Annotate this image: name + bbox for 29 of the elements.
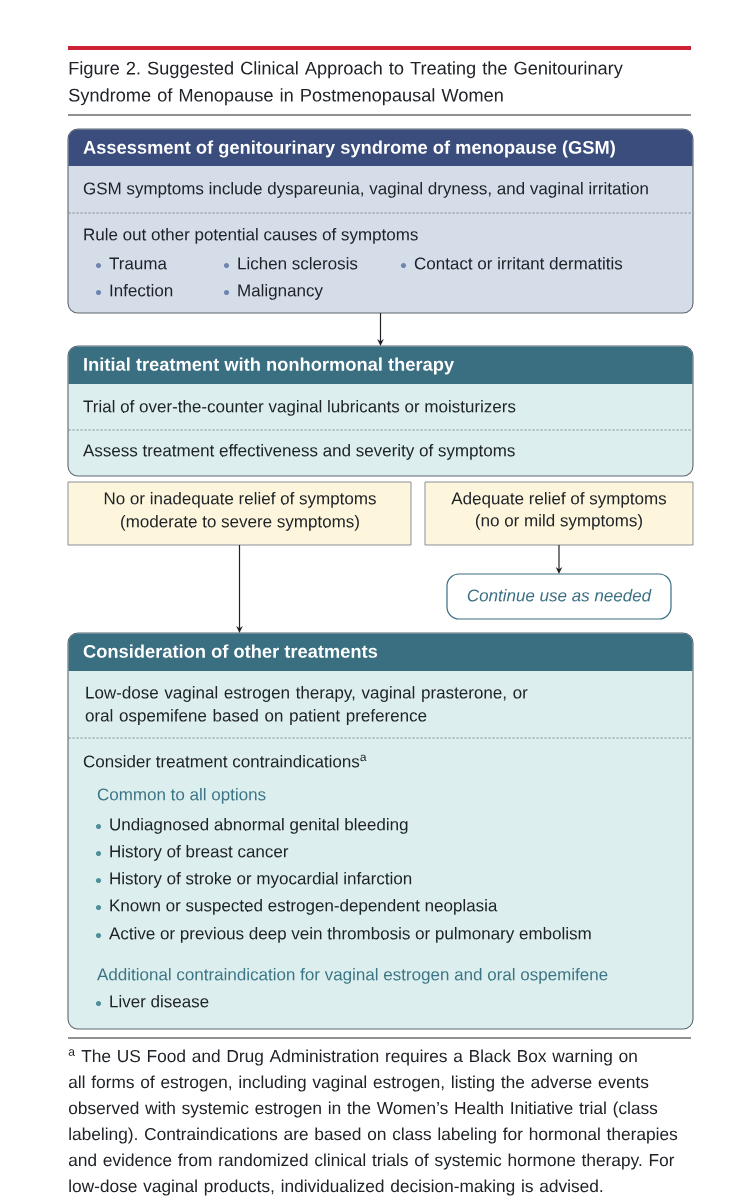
box-heading: Initial treatment with nonhormonal therapy xyxy=(84,357,455,375)
list-item: Liver disease xyxy=(110,995,209,1008)
figure-title: Figure 2. Suggested Clinical Approach to Treating the Genitourinary Syndrome of Menopause in Postmenopausal Women xyxy=(69,61,623,106)
list-item: Lichen sclerosis xyxy=(238,257,358,270)
list-item: History of stroke or myocardial infarction xyxy=(110,872,412,888)
list-item: Active or previous deep vein thrombosis or pulmonary embolism xyxy=(109,927,591,943)
box-text: Assess treatment effectiveness and severity of symptoms xyxy=(83,444,515,460)
box-text: GSM symptoms include dyspareunia, vaginal dryness, and vaginal irritation xyxy=(83,182,648,198)
list-item: Trauma xyxy=(109,257,167,270)
box-text: No or inadequate relief of symptoms xyxy=(104,492,376,508)
box-text: (moderate to severe symptoms) xyxy=(121,515,359,531)
box-text: Continue use as needed xyxy=(467,589,652,602)
box-text: Trial of over-the-counter vaginal lubricants or moisturizers xyxy=(83,400,516,416)
list-heading: Common to all options xyxy=(97,788,266,804)
box-text: Low-dose vaginal estrogen therapy, vaginal prasterone, or oral ospemifene based on patient preference xyxy=(85,686,528,725)
box-text: Rule out other potential causes of symptoms xyxy=(84,228,418,244)
list-item: History of breast cancer xyxy=(110,845,289,861)
box-text: Adequate relief of symptoms xyxy=(451,492,667,508)
list-item: Malignancy xyxy=(238,284,323,300)
box-heading: Assessment of genitourinary syndrome of menopause (GSM) xyxy=(83,140,615,158)
footnote: $^{a}$ The US Food and Drug Administration requires a Black Box warning on all forms of estrogen, including vaginal estrogen, listing the adverse events observed with systemic estrogen in the Women’s Health Initiative trial (class labeling). Contraindications are based on class labeling for hormonal therapies and evidence from randomized clinical trials of systemic hormone therapy. For low-dose vaginal products, individualized decision-making is advised. xyxy=(68,1049,678,1196)
box-text: Consider treatment contraindications$^{a}$ xyxy=(83,754,367,768)
list-item: Known or suspected estrogen-dependent neoplasia xyxy=(110,899,498,915)
list-item: Contact or irritant dermatitis xyxy=(414,257,623,270)
box-text: (no or mild symptoms) xyxy=(476,514,642,530)
box-heading: Consideration of other treatments xyxy=(83,644,378,658)
list-heading: Additional contraindication for vaginal estrogen and oral ospemifene xyxy=(97,968,608,984)
list-item: Infection xyxy=(110,284,173,297)
list-item: Undiagnosed abnormal genital bleeding xyxy=(110,818,408,834)
